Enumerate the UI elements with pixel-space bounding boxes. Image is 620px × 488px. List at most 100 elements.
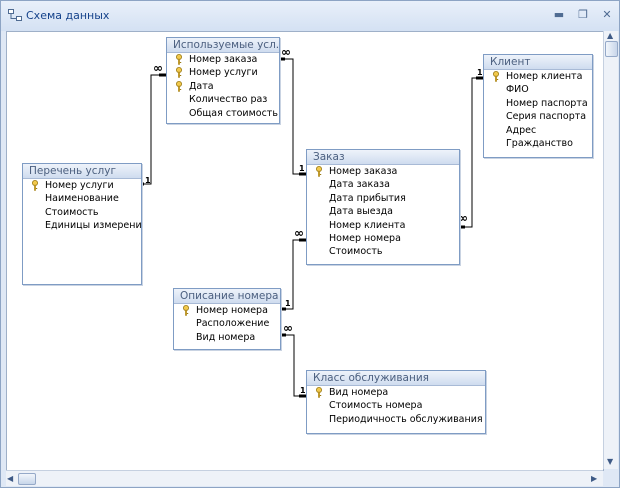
field-row[interactable]: Периодичность обслуживания (307, 413, 485, 426)
primary-key-icon (175, 67, 183, 79)
primary-key-icon (175, 80, 183, 92)
field-row[interactable]: Номер клиента (307, 219, 459, 232)
field-label: Периодичность обслуживания (329, 413, 483, 425)
field-row[interactable]: ФИО (484, 83, 592, 96)
field-row[interactable]: Дата (167, 80, 279, 93)
field-row[interactable]: Дата выезда (307, 205, 459, 218)
field-label: Номер паспорта (506, 97, 588, 109)
field-label: Гражданство (506, 137, 573, 149)
cardinality-many: ∞ (281, 45, 291, 59)
cardinality-one: 1 (300, 386, 306, 395)
vertical-scroll-thumb[interactable] (605, 41, 618, 57)
cardinality-one: 1 (145, 176, 151, 185)
field-label: ФИО (506, 84, 529, 96)
close-button[interactable]: ✕ (602, 8, 612, 21)
cardinality-one: 1 (299, 164, 305, 173)
field-label: Номер клиента (329, 219, 406, 231)
primary-key-icon (492, 71, 500, 82)
field-label: Адрес (506, 124, 537, 136)
cardinality-many: ∞ (283, 321, 293, 335)
vertical-scrollbar[interactable]: ▲ ▼ (603, 31, 618, 469)
table-title[interactable]: Перечень услуг (23, 164, 141, 179)
field-row[interactable]: Гражданство (484, 137, 592, 150)
relationship-canvas[interactable]: 1 ∞ ∞ 1 1 ∞ 1 ∞ ∞ 1 Используемые усл...Н… (6, 31, 604, 471)
field-label: Общая стоимость (189, 107, 278, 119)
table-title[interactable]: Описание номера (174, 289, 280, 304)
field-label: Стоимость (329, 246, 383, 258)
field-row[interactable]: Наименование (23, 192, 141, 205)
field-row[interactable]: Номер услуги (167, 66, 279, 79)
table-title[interactable]: Клиент (484, 55, 592, 70)
primary-key-icon (182, 305, 190, 316)
link-used-order (278, 58, 306, 175)
horizontal-scrollbar[interactable]: ◀ ▶ (6, 470, 603, 486)
field-row[interactable]: Номер заказа (307, 165, 459, 178)
scroll-right-icon[interactable]: ▶ (591, 474, 598, 483)
cardinality-many: ∞ (153, 61, 163, 75)
field-row[interactable]: Стоимость (307, 245, 459, 258)
field-label: Количество раз (189, 94, 268, 106)
window-title: Схема данных (26, 9, 110, 22)
field-row[interactable]: Расположение (174, 317, 280, 330)
table-title[interactable]: Заказ (307, 150, 459, 165)
field-row[interactable]: Номер номера (174, 304, 280, 317)
field-label: Вид номера (196, 331, 256, 343)
cardinality-many: ∞ (294, 226, 304, 240)
field-row[interactable]: Вид номера (174, 331, 280, 344)
field-row[interactable]: Номер клиента (484, 70, 592, 83)
field-row[interactable]: Номер услуги (23, 179, 141, 192)
field-row[interactable]: Номер заказа (167, 53, 279, 66)
field-row[interactable]: Количество раз (167, 93, 279, 106)
primary-key-icon (315, 387, 323, 398)
field-row[interactable]: Стоимость номера (307, 399, 485, 412)
field-row[interactable]: Адрес (484, 124, 592, 137)
field-row[interactable]: Стоимость (23, 206, 141, 219)
field-row[interactable]: Единицы измерени (23, 219, 141, 232)
field-label: Дата заказа (329, 179, 390, 191)
field-row[interactable]: Серия паспорта (484, 110, 592, 123)
field-row[interactable]: Номер паспорта (484, 97, 592, 110)
field-label: Номер заказа (329, 166, 398, 177)
table-title[interactable]: Используемые усл... (167, 38, 279, 53)
field-label: Вид номера (329, 387, 389, 398)
field-label: Серия паспорта (506, 111, 587, 123)
field-label: Расположение (196, 318, 270, 330)
field-label: Дата выезда (329, 206, 394, 218)
primary-key-icon (315, 166, 323, 177)
horizontal-scroll-thumb[interactable] (18, 473, 36, 485)
field-row[interactable]: Общая стоимость (167, 107, 279, 120)
scroll-left-icon[interactable]: ◀ (7, 474, 14, 483)
restore-button[interactable]: ❐ (578, 8, 588, 21)
scroll-up-icon[interactable]: ▲ (607, 31, 614, 40)
cardinality-many: ∞ (458, 211, 468, 225)
field-label: Наименование (45, 193, 119, 205)
cardinality-one: 1 (477, 68, 483, 77)
minimize-button[interactable]: ▬ (553, 8, 565, 21)
field-label: Стоимость (45, 206, 99, 218)
field-label: Номер номера (329, 232, 401, 244)
field-row[interactable]: Дата заказа (307, 178, 459, 191)
field-label: Номер номера (196, 305, 268, 316)
primary-key-icon (175, 54, 183, 65)
field-row[interactable]: Вид номера (307, 386, 485, 399)
field-label: Дата (189, 80, 214, 92)
field-label: Дата прибытия (329, 192, 406, 204)
field-label: Единицы измерени (45, 220, 141, 232)
field-label: Номер услуги (45, 180, 114, 191)
field-label: Номер услуги (189, 67, 258, 79)
field-label: Стоимость номера (329, 400, 423, 412)
field-row[interactable]: Номер номера (307, 232, 459, 245)
table-title[interactable]: Класс обслуживания (307, 371, 485, 386)
cardinality-one: 1 (285, 299, 291, 308)
title-bar[interactable]: Схема данных ▬ ❐ ✕ (1, 1, 619, 31)
field-label: Номер клиента (506, 71, 583, 82)
field-row[interactable]: Дата прибытия (307, 192, 459, 205)
scroll-down-icon[interactable]: ▼ (607, 457, 614, 466)
